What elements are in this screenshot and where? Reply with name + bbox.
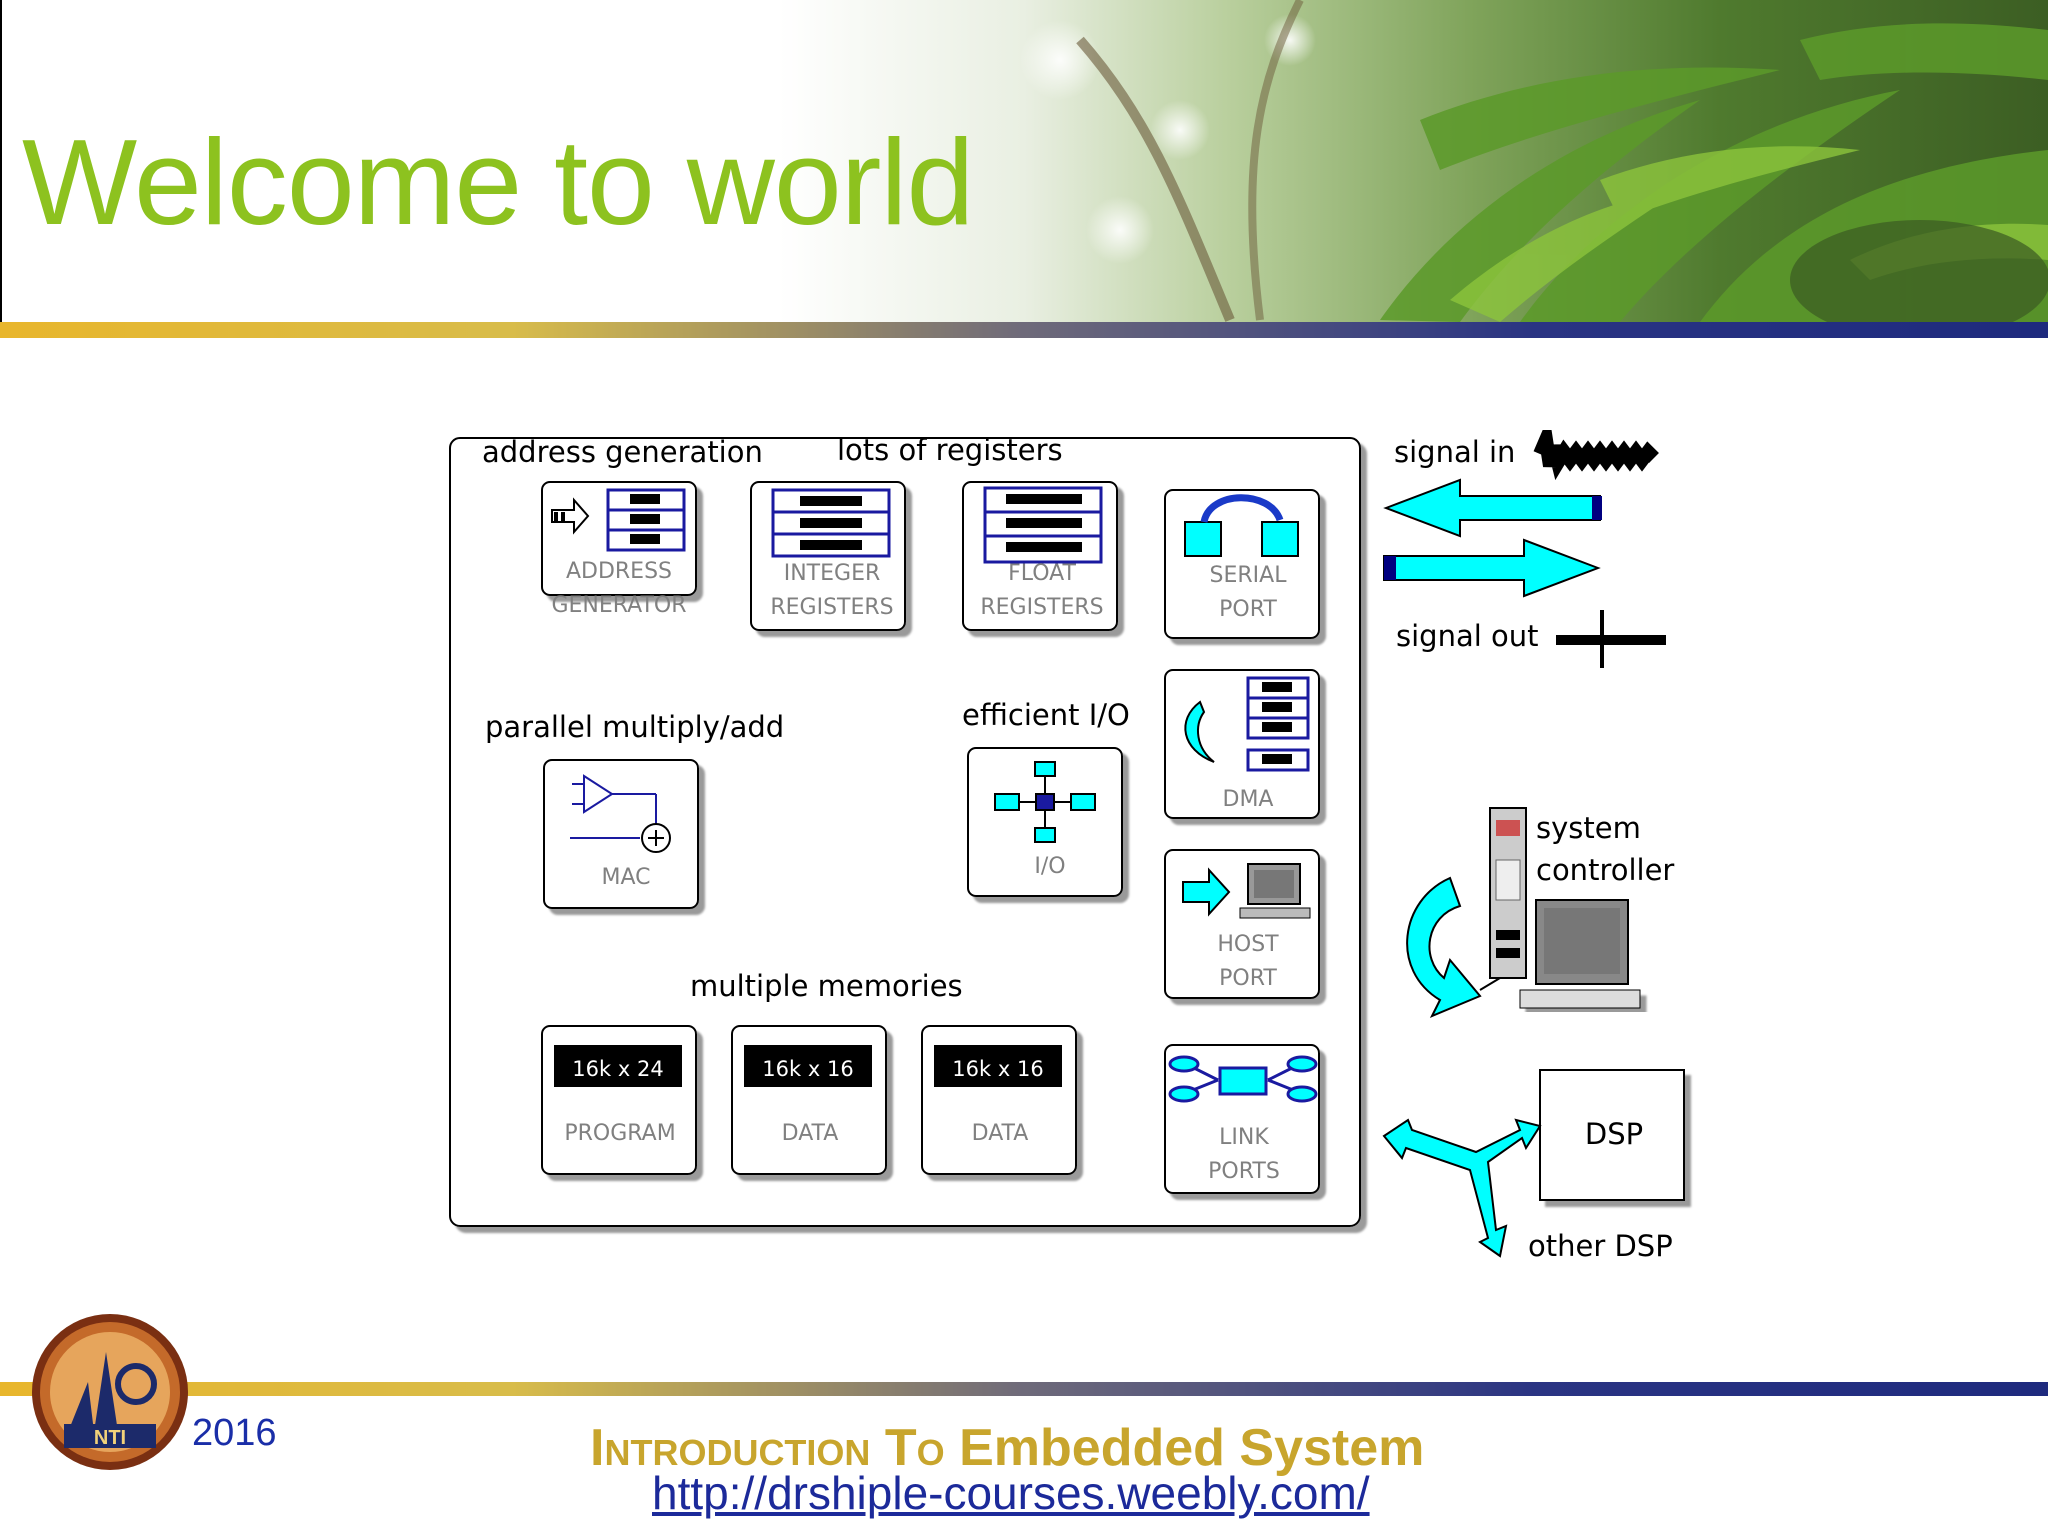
dma-transfer-icon — [1184, 700, 1215, 763]
integer-registers-block: INTEGER REGISTERS — [750, 481, 906, 631]
link-ports-label-2: PORTS — [1208, 1159, 1280, 1184]
mac-block: MAC — [543, 759, 699, 909]
serial-port-label-1: SERIAL — [1210, 563, 1288, 588]
float-registers-label-2: REGISTERS — [980, 595, 1103, 620]
serial-port-block: SERIAL PORT — [1164, 489, 1320, 639]
memory-program-size: 16k x 24 — [572, 1057, 663, 1081]
dma-block: DMA — [1164, 669, 1320, 819]
label-system: system — [1536, 811, 1641, 845]
label-efficient-io: efficient I/O — [962, 698, 1130, 732]
host-port-label-1: HOST — [1217, 932, 1279, 957]
label-signal-in: signal in — [1394, 435, 1515, 469]
label-multiple-memories: multiple memories — [690, 969, 963, 1003]
io-label: I/O — [1034, 854, 1065, 879]
footer-stripe — [0, 1382, 2048, 1396]
slide-year: 2016 — [192, 1412, 277, 1454]
external-dsp-box — [1539, 1069, 1685, 1201]
float-registers-label-1: FLOAT — [1008, 561, 1076, 586]
system-controller-link-arrow — [1406, 876, 1482, 1018]
footer-url-link[interactable]: http://drshiple-courses.weebly.com/ — [652, 1467, 1370, 1519]
footer-title-cap-i: I — [590, 1419, 605, 1477]
nti-logo-text: NTI — [94, 1427, 126, 1449]
mac-label: MAC — [601, 865, 650, 890]
io-block: I/O — [967, 747, 1123, 897]
memory-data1-label: DATA — [782, 1121, 839, 1146]
dsp-architecture-diagram: address generation lots of registers par… — [449, 430, 1685, 1263]
footer-title-cap-t: T — [884, 1419, 917, 1477]
serial-port-label-2: PORT — [1219, 597, 1277, 622]
label-signal-out: signal out — [1396, 619, 1539, 653]
memory-data2-size: 16k x 16 — [952, 1057, 1043, 1081]
link-hub-icon — [1168, 1055, 1318, 1103]
host-port-block: HOST PORT — [1164, 849, 1320, 999]
signal-in-waveform — [1533, 430, 1659, 481]
float-registers-block: FLOAT REGISTERS — [962, 481, 1118, 631]
memory-data1-block: 16k x 16 DATA — [731, 1025, 887, 1175]
host-port-label-2: PORT — [1219, 966, 1277, 991]
memory-chip-icon — [554, 1045, 682, 1087]
address-generator-label-2: GENERATOR — [551, 593, 686, 618]
integer-registers-label-2: REGISTERS — [770, 595, 893, 620]
dsp-link-arrows — [1382, 1118, 1542, 1258]
memory-program-label: PROGRAM — [564, 1121, 675, 1146]
slide-title: Welcome to world — [22, 114, 974, 250]
memory-chip-icon — [934, 1045, 1062, 1087]
header-left-border — [0, 0, 2, 322]
footer-title-introduction: NTRODUCTION — [604, 1432, 871, 1473]
fern-foliage-image — [1020, 0, 2048, 322]
dma-label: DMA — [1223, 787, 1274, 812]
host-arrow-icon — [1182, 867, 1231, 917]
memory-program-block: 16k x 24 PROGRAM — [541, 1025, 697, 1175]
label-lots-of-registers: lots of registers — [837, 433, 1063, 467]
memory-data1-size: 16k x 16 — [762, 1057, 853, 1081]
slide-header: Welcome to world — [0, 0, 2048, 322]
footer-title-to: O — [916, 1432, 945, 1473]
serial-port-left-icon — [1184, 521, 1222, 557]
signal-in-arrow — [1383, 478, 1602, 538]
link-ports-block: LINK PORTS — [1164, 1044, 1320, 1194]
address-generator-label-1: ADDRESS — [566, 559, 672, 584]
footer-course-title: INTRODUCTION TO Embedded System — [590, 1418, 1424, 1478]
label-controller: controller — [1536, 853, 1674, 887]
label-address-generation: address generation — [482, 435, 763, 469]
system-controller-computer-icon — [1479, 807, 1641, 1009]
io-crossbar-icon — [994, 761, 1096, 843]
label-other-dsp: other DSP — [1528, 1229, 1673, 1263]
memory-data2-block: 16k x 16 DATA — [921, 1025, 1077, 1175]
multiply-accumulate-icon — [570, 774, 671, 853]
signal-out-arrow — [1383, 538, 1601, 598]
address-generator-block: ADDRESS GENERATOR — [541, 481, 697, 618]
label-dsp: DSP — [1585, 1117, 1643, 1151]
serial-port-right-icon — [1261, 521, 1299, 557]
header-stripe — [0, 322, 2048, 338]
nti-logo-icon: NTI — [32, 1314, 188, 1470]
memory-chip-icon — [744, 1045, 872, 1087]
integer-registers-label-1: INTEGER — [784, 561, 881, 586]
link-ports-label-1: LINK — [1219, 1125, 1269, 1150]
memory-data2-label: DATA — [972, 1121, 1029, 1146]
label-parallel-multiply-add: parallel multiply/add — [485, 710, 784, 744]
footer-title-embedded-system: Embedded System — [959, 1419, 1425, 1477]
serial-link-arc — [1200, 494, 1284, 524]
